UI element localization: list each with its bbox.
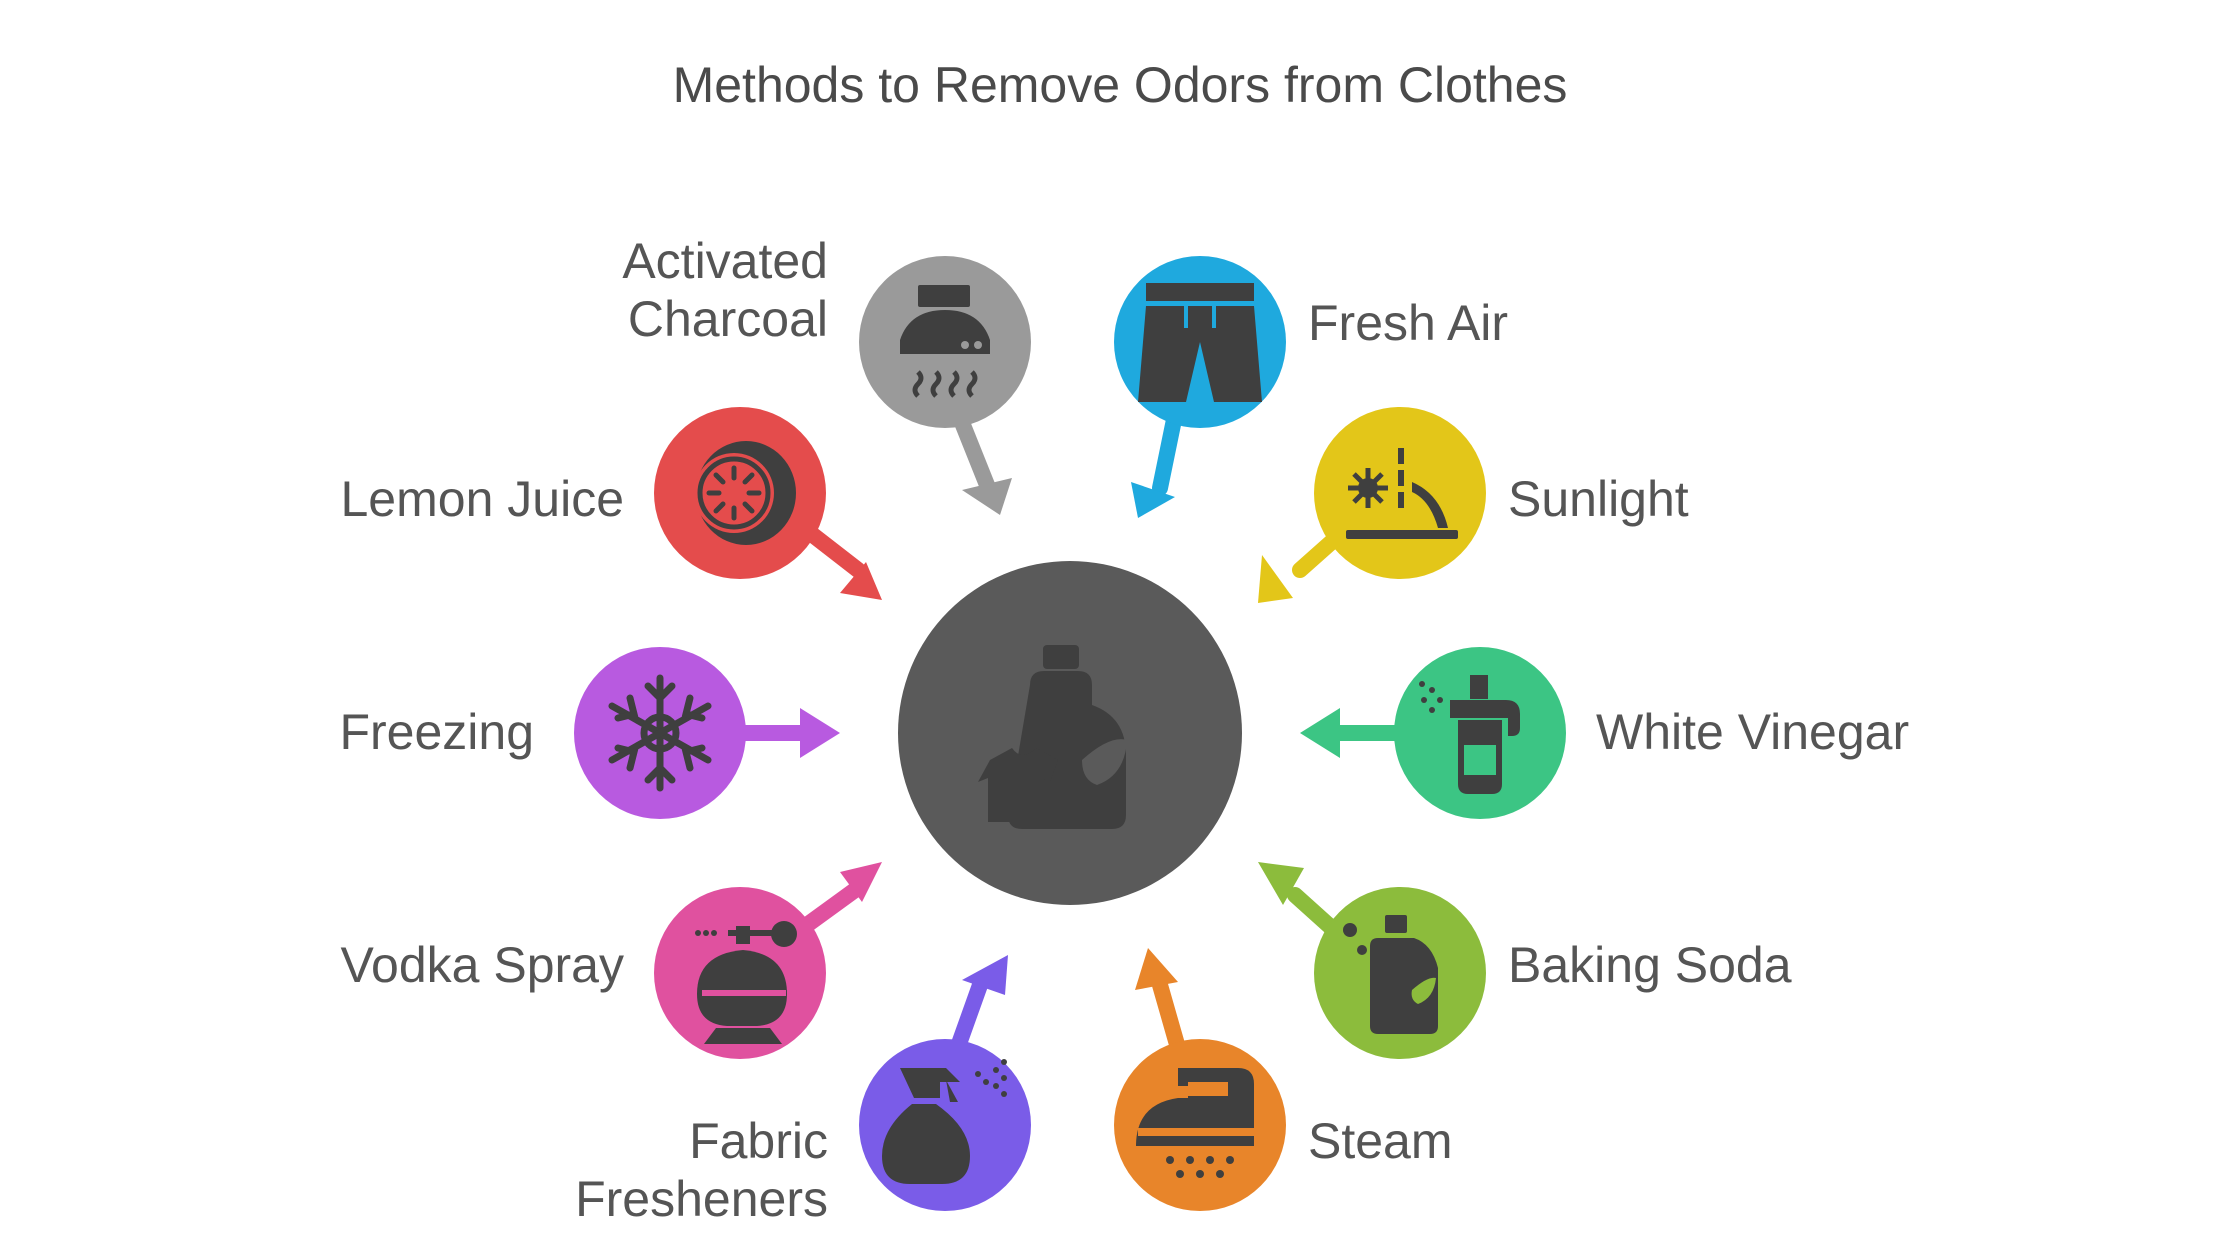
node-fabric-fresheners xyxy=(859,1039,1031,1211)
label-freezing: Freezing xyxy=(339,704,534,760)
node-sunlight xyxy=(1314,407,1486,579)
node-activated-charcoal xyxy=(859,256,1031,428)
snowflake-icon xyxy=(608,674,712,792)
label-sunlight: Sunlight xyxy=(1508,471,1689,527)
arrow-fresh-air xyxy=(1131,402,1184,518)
node-steam xyxy=(1114,1039,1286,1211)
range-hood-icon xyxy=(900,285,990,398)
node-freezing xyxy=(574,647,746,819)
arrow-vodka-spray xyxy=(792,862,882,938)
node-white-vinegar xyxy=(1394,647,1566,819)
arrow-fabric-fresheners xyxy=(947,955,1008,1063)
perfume-atomizer-icon xyxy=(695,921,797,1044)
node-vodka-spray xyxy=(654,887,826,1059)
label-activated-charcoal: Activated Charcoal xyxy=(622,233,828,347)
label-lemon-juice: Lemon Juice xyxy=(340,471,625,527)
shorts-icon xyxy=(1138,283,1262,402)
node-fresh-air xyxy=(1114,256,1286,428)
lemon-slice-icon xyxy=(694,441,796,545)
spray-bottle-icon xyxy=(1419,675,1520,794)
diagram-title: Methods to Remove Odors from Clothes xyxy=(672,57,1568,113)
arrow-activated-charcoal xyxy=(949,402,1012,515)
arrow-freezing xyxy=(732,708,840,758)
label-vodka-spray: Vodka Spray xyxy=(340,937,624,993)
label-fabric-fresheners: Fabric Fresheners xyxy=(575,1113,828,1227)
label-steam: Steam xyxy=(1308,1113,1453,1169)
sun-dial-icon xyxy=(1346,448,1458,539)
arrow-steam xyxy=(1135,948,1188,1063)
node-lemon-juice xyxy=(654,407,826,579)
trigger-spray-icon xyxy=(882,1059,1007,1184)
label-fresh-air: Fresh Air xyxy=(1308,295,1509,351)
detergent-bottle-icon xyxy=(1343,915,1438,1034)
center-node xyxy=(898,561,1242,905)
detergent-bottle-and-shirt-icon xyxy=(978,645,1127,829)
node-baking-soda xyxy=(1314,887,1486,1059)
label-baking-soda: Baking Soda xyxy=(1508,937,1792,993)
label-white-vinegar: White Vinegar xyxy=(1596,704,1910,760)
arrow-white-vinegar xyxy=(1300,708,1408,758)
steam-iron-icon xyxy=(1136,1068,1254,1178)
